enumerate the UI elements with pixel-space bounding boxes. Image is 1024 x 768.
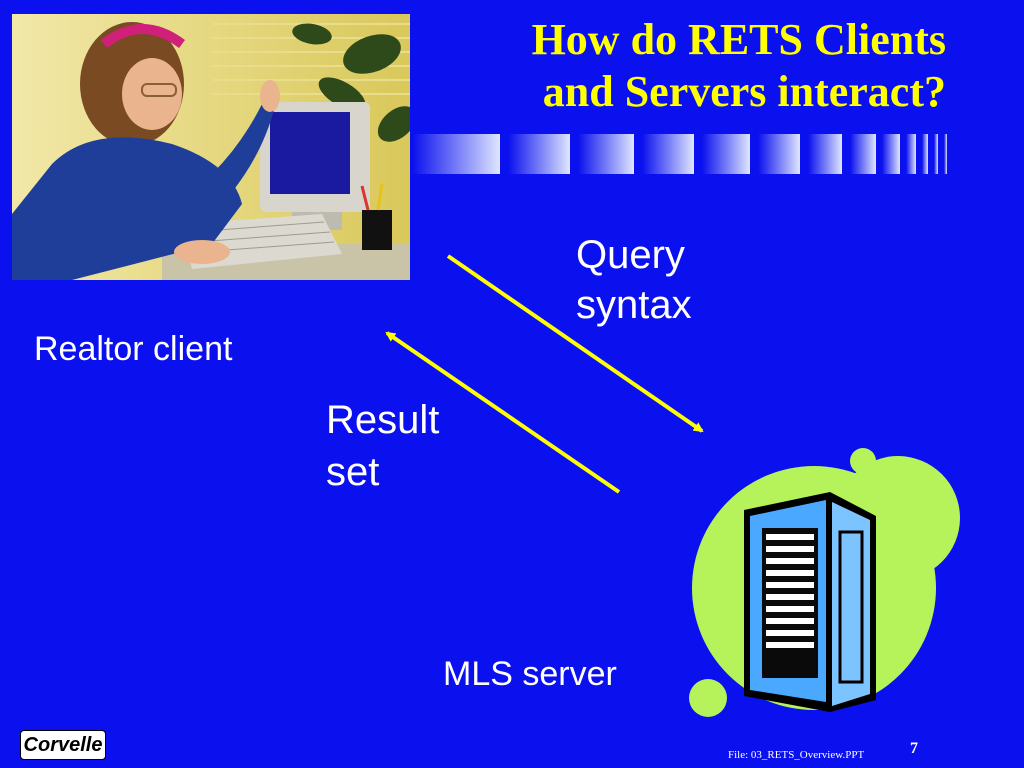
result-arrow [385, 331, 621, 494]
woman-at-computer-photo [12, 14, 410, 280]
title-line-1: How do RETS Clients [531, 15, 946, 64]
title-line-2: and Servers interact? [542, 67, 946, 116]
query-syntax-label: Query syntax [576, 230, 736, 330]
server-rack-icon [689, 448, 960, 717]
result-set-label: Result set [326, 394, 486, 498]
query-arrow [446, 254, 704, 433]
logo-text: Corvelle [23, 734, 103, 756]
mls-server-label: MLS server [443, 655, 617, 693]
query-label-line-1: Query [576, 233, 685, 277]
result-label-line-1: Result [326, 398, 440, 442]
decorative-gradient-bars [412, 134, 947, 174]
page-number: 7 [910, 740, 918, 757]
footer-file-label: File: 03_RETS_Overview.PPT [728, 749, 865, 761]
realtor-client-photo [12, 14, 410, 280]
slide-title: How do RETS Clients and Servers interact… [386, 14, 946, 118]
realtor-client-label: Realtor client [34, 330, 233, 368]
result-label-line-2: set [326, 450, 380, 494]
corvelle-logo: Corvelle [20, 730, 106, 760]
query-label-line-2: syntax [576, 283, 692, 327]
